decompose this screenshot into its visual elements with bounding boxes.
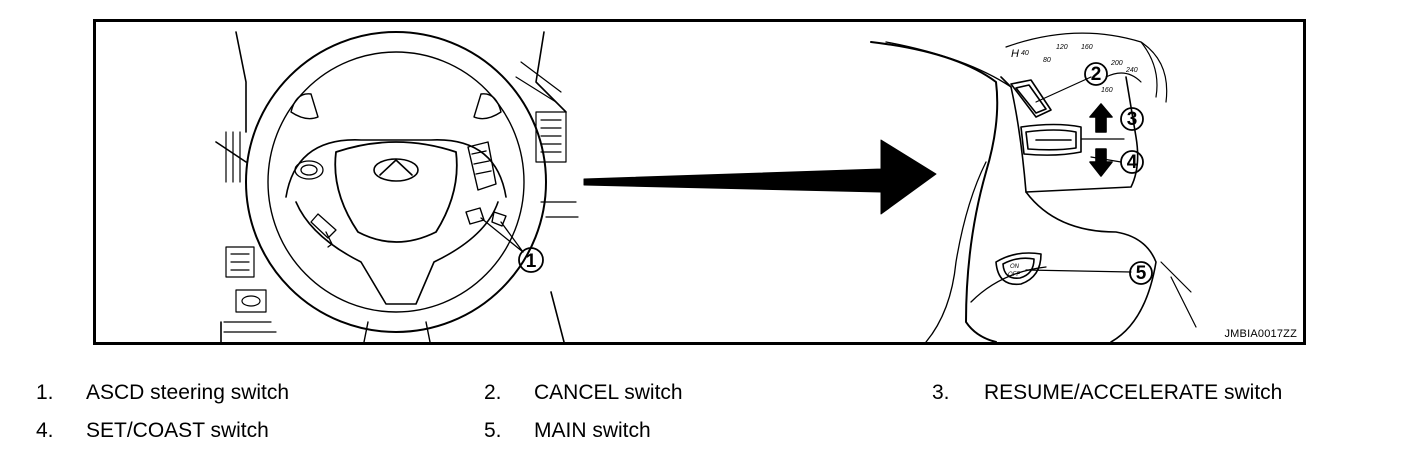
legend-number: 2. — [484, 381, 502, 404]
callout-3-label: 3 — [1127, 109, 1138, 130]
legend-number: 4. — [36, 419, 54, 442]
callout-1 — [518, 247, 544, 273]
infiniti-logo — [373, 158, 419, 182]
callout-5-label: 5 — [1136, 263, 1147, 284]
legend-number: 5. — [484, 419, 502, 442]
callout-5 — [1129, 261, 1153, 285]
callout-4 — [1120, 150, 1144, 174]
steering-wheel-illustration: 1 2 3 4 5 H 40 80 120 160 200 240 160 ON… — [215, 31, 1197, 342]
coast-arrow-down — [1089, 148, 1113, 177]
ascd-steering-switch-left-view — [465, 141, 507, 227]
gauge-tick: H — [1011, 48, 1019, 60]
gauge-tick: 160 — [1081, 44, 1093, 51]
legend-label: MAIN switch — [534, 419, 651, 442]
resume-set-switch-closeup — [1020, 123, 1082, 156]
gauge-tick: 160 — [1101, 87, 1113, 94]
gauge-tick: 240 — [1125, 67, 1138, 74]
accelerate-arrow-up — [1089, 103, 1113, 133]
cancel-switch-closeup — [1010, 79, 1052, 118]
callout-2-label: 2 — [1091, 64, 1102, 85]
zoom-arrow — [583, 139, 937, 215]
legend-number: 3. — [932, 381, 950, 404]
gauge-tick: 120 — [1056, 44, 1068, 51]
illustration-frame: 1 2 3 4 5 H 40 80 120 160 200 240 160 ON… — [93, 19, 1306, 345]
main-switch-label-on: ON — [1010, 264, 1020, 270]
callout-4-label: 4 — [1127, 152, 1138, 173]
main-switch-closeup — [995, 252, 1042, 286]
gauge-tick: 200 — [1110, 60, 1123, 67]
legend-label: SET/COAST switch — [86, 419, 269, 442]
legend-label: RESUME/ACCELERATE switch — [984, 381, 1283, 404]
steering-wheel-overview — [215, 31, 579, 342]
legend-number: 1. — [36, 381, 54, 404]
legend-label: CANCEL switch — [534, 381, 683, 404]
callout-1-label: 1 — [526, 251, 537, 272]
figure-code: JMBIA0017ZZ — [1224, 328, 1297, 340]
callout-2 — [1084, 62, 1108, 86]
legend-label: ASCD steering switch — [86, 381, 290, 404]
gauge-tick: 80 — [1043, 57, 1051, 64]
instrument-cluster — [1005, 32, 1168, 103]
gauge-tick: 40 — [1021, 50, 1029, 57]
switch-closeup — [870, 32, 1197, 342]
callout-3 — [1120, 107, 1144, 131]
main-switch-label-off: OFF — [1008, 272, 1020, 278]
